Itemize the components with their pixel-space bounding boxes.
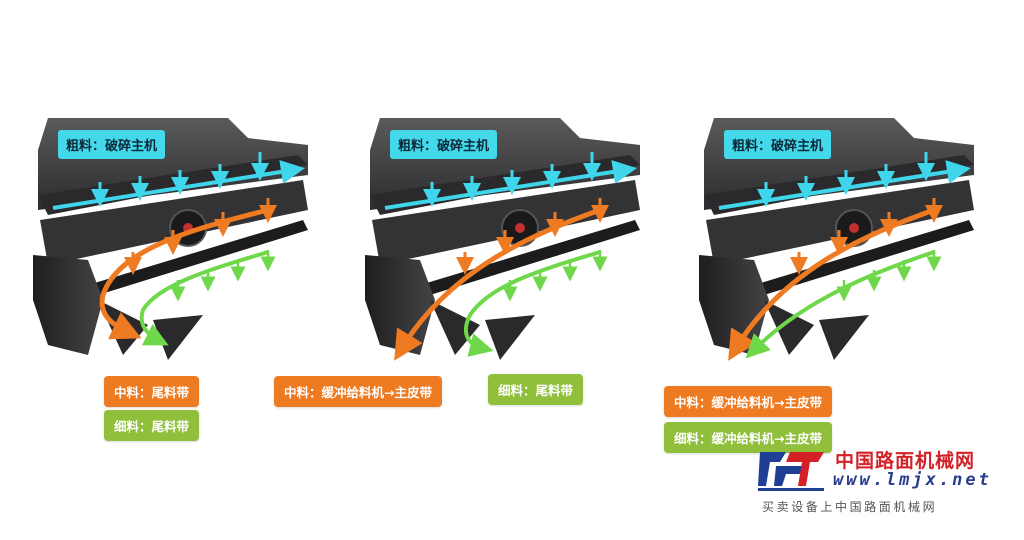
chute-lip-right [819,315,869,360]
lmjx-logo-icon [758,452,824,491]
coarse-label: 粗料：破碎主机 [390,130,498,159]
screen-diagram-1: 粗料：破碎主机 [28,100,328,370]
fine-flow-path [463,250,601,357]
panel3-fine-tag: 细料：缓冲给料机→主皮带 [664,422,832,453]
vibrating-screen-illustration [33,118,308,360]
medium-flow-path [728,207,935,361]
screen-diagram-3: 粗料：破碎主机 [694,100,994,370]
fine-flow-path [139,250,269,346]
motor-hub [849,223,859,233]
panel2-fine-tag: 细料：尾料带 [488,374,584,405]
chute-lip-right [153,315,203,360]
watermark-site-name: 中国路面机械网 [835,450,976,472]
coarse-label: 粗料：破碎主机 [724,130,832,159]
hopper [33,255,103,355]
panel1-fine-tag: 细料：尾料带 [104,410,200,441]
screen-diagram-2: 粗料：破碎主机 [360,100,660,370]
bottom-deck [420,220,640,295]
fine-flow-path [745,250,935,359]
coarse-label: 粗料：破碎主机 [58,130,166,159]
medium-flow-path [394,207,601,361]
watermark-url: www.lmjx.net [833,470,992,490]
coarse-arrows [757,152,935,207]
coarse-arrows [423,152,601,207]
vibrating-screen-illustration [699,118,974,361]
panel3-medium-tag: 中料：缓冲给料机→主皮带 [664,386,832,417]
bottom-deck [88,220,308,295]
watermark-slogan: 买卖设备上中国路面机械网 [762,500,938,514]
coarse-arrows [91,152,269,207]
chute-lip-right [485,315,535,360]
hopper [365,255,435,355]
chute-lip-left [764,300,814,355]
vibrating-screen-illustration [365,118,640,361]
panel2-medium-tag: 中料：缓冲给料机→主皮带 [274,376,442,407]
bottom-deck [754,220,974,295]
medium-flow-path [99,207,269,340]
motor-hub [515,223,525,233]
hopper [699,255,769,355]
panel1-medium-tag: 中料：尾料带 [104,376,200,407]
chute-lip-left [430,300,480,355]
